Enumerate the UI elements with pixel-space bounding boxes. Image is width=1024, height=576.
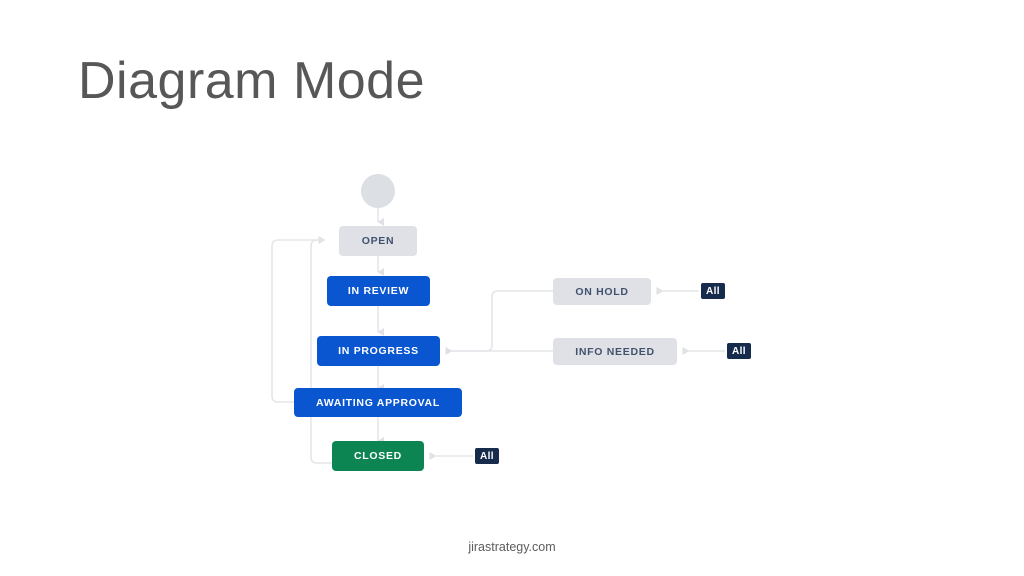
- node-on-hold[interactable]: ON HOLD: [553, 278, 651, 305]
- badge-all-closed[interactable]: All: [475, 448, 499, 464]
- workflow-start-circle[interactable]: [361, 174, 395, 208]
- edge-onhold-to-progress: [445, 290, 553, 355]
- node-open[interactable]: OPEN: [339, 226, 417, 256]
- badge-all-info-needed[interactable]: All: [727, 343, 751, 359]
- node-info-needed[interactable]: INFO NEEDED: [553, 338, 677, 365]
- page-title: Diagram Mode: [78, 52, 426, 110]
- badge-all-on-hold[interactable]: All: [701, 283, 725, 299]
- node-in-progress[interactable]: IN PROGRESS: [317, 336, 440, 366]
- node-closed[interactable]: CLOSED: [332, 441, 424, 471]
- node-in-review[interactable]: IN REVIEW: [327, 276, 430, 306]
- edge-awaiting-to-open: [271, 236, 326, 403]
- footer-attribution: jirastrategy.com: [468, 540, 556, 554]
- node-awaiting-approval[interactable]: AWAITING APPROVAL: [294, 388, 462, 417]
